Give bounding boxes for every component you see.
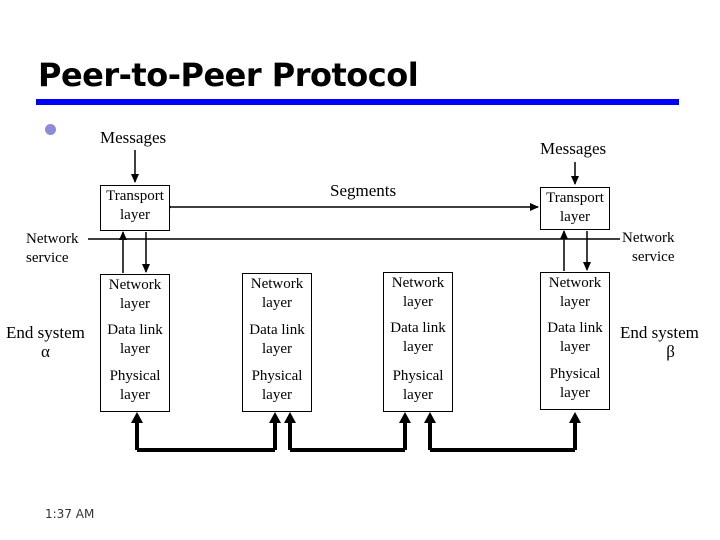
- segments-label: Segments: [330, 181, 397, 200]
- messages-label-left: Messages: [100, 128, 167, 147]
- page-title: Peer-to-Peer Protocol: [38, 56, 419, 94]
- messages-label-right: Messages: [540, 139, 607, 158]
- bullet-icon: [45, 124, 56, 135]
- title-underline: [36, 99, 679, 105]
- physical-arrowheads: [131, 412, 581, 423]
- physical-links: [135, 422, 577, 452]
- timestamp: 1:37 AM: [45, 507, 95, 521]
